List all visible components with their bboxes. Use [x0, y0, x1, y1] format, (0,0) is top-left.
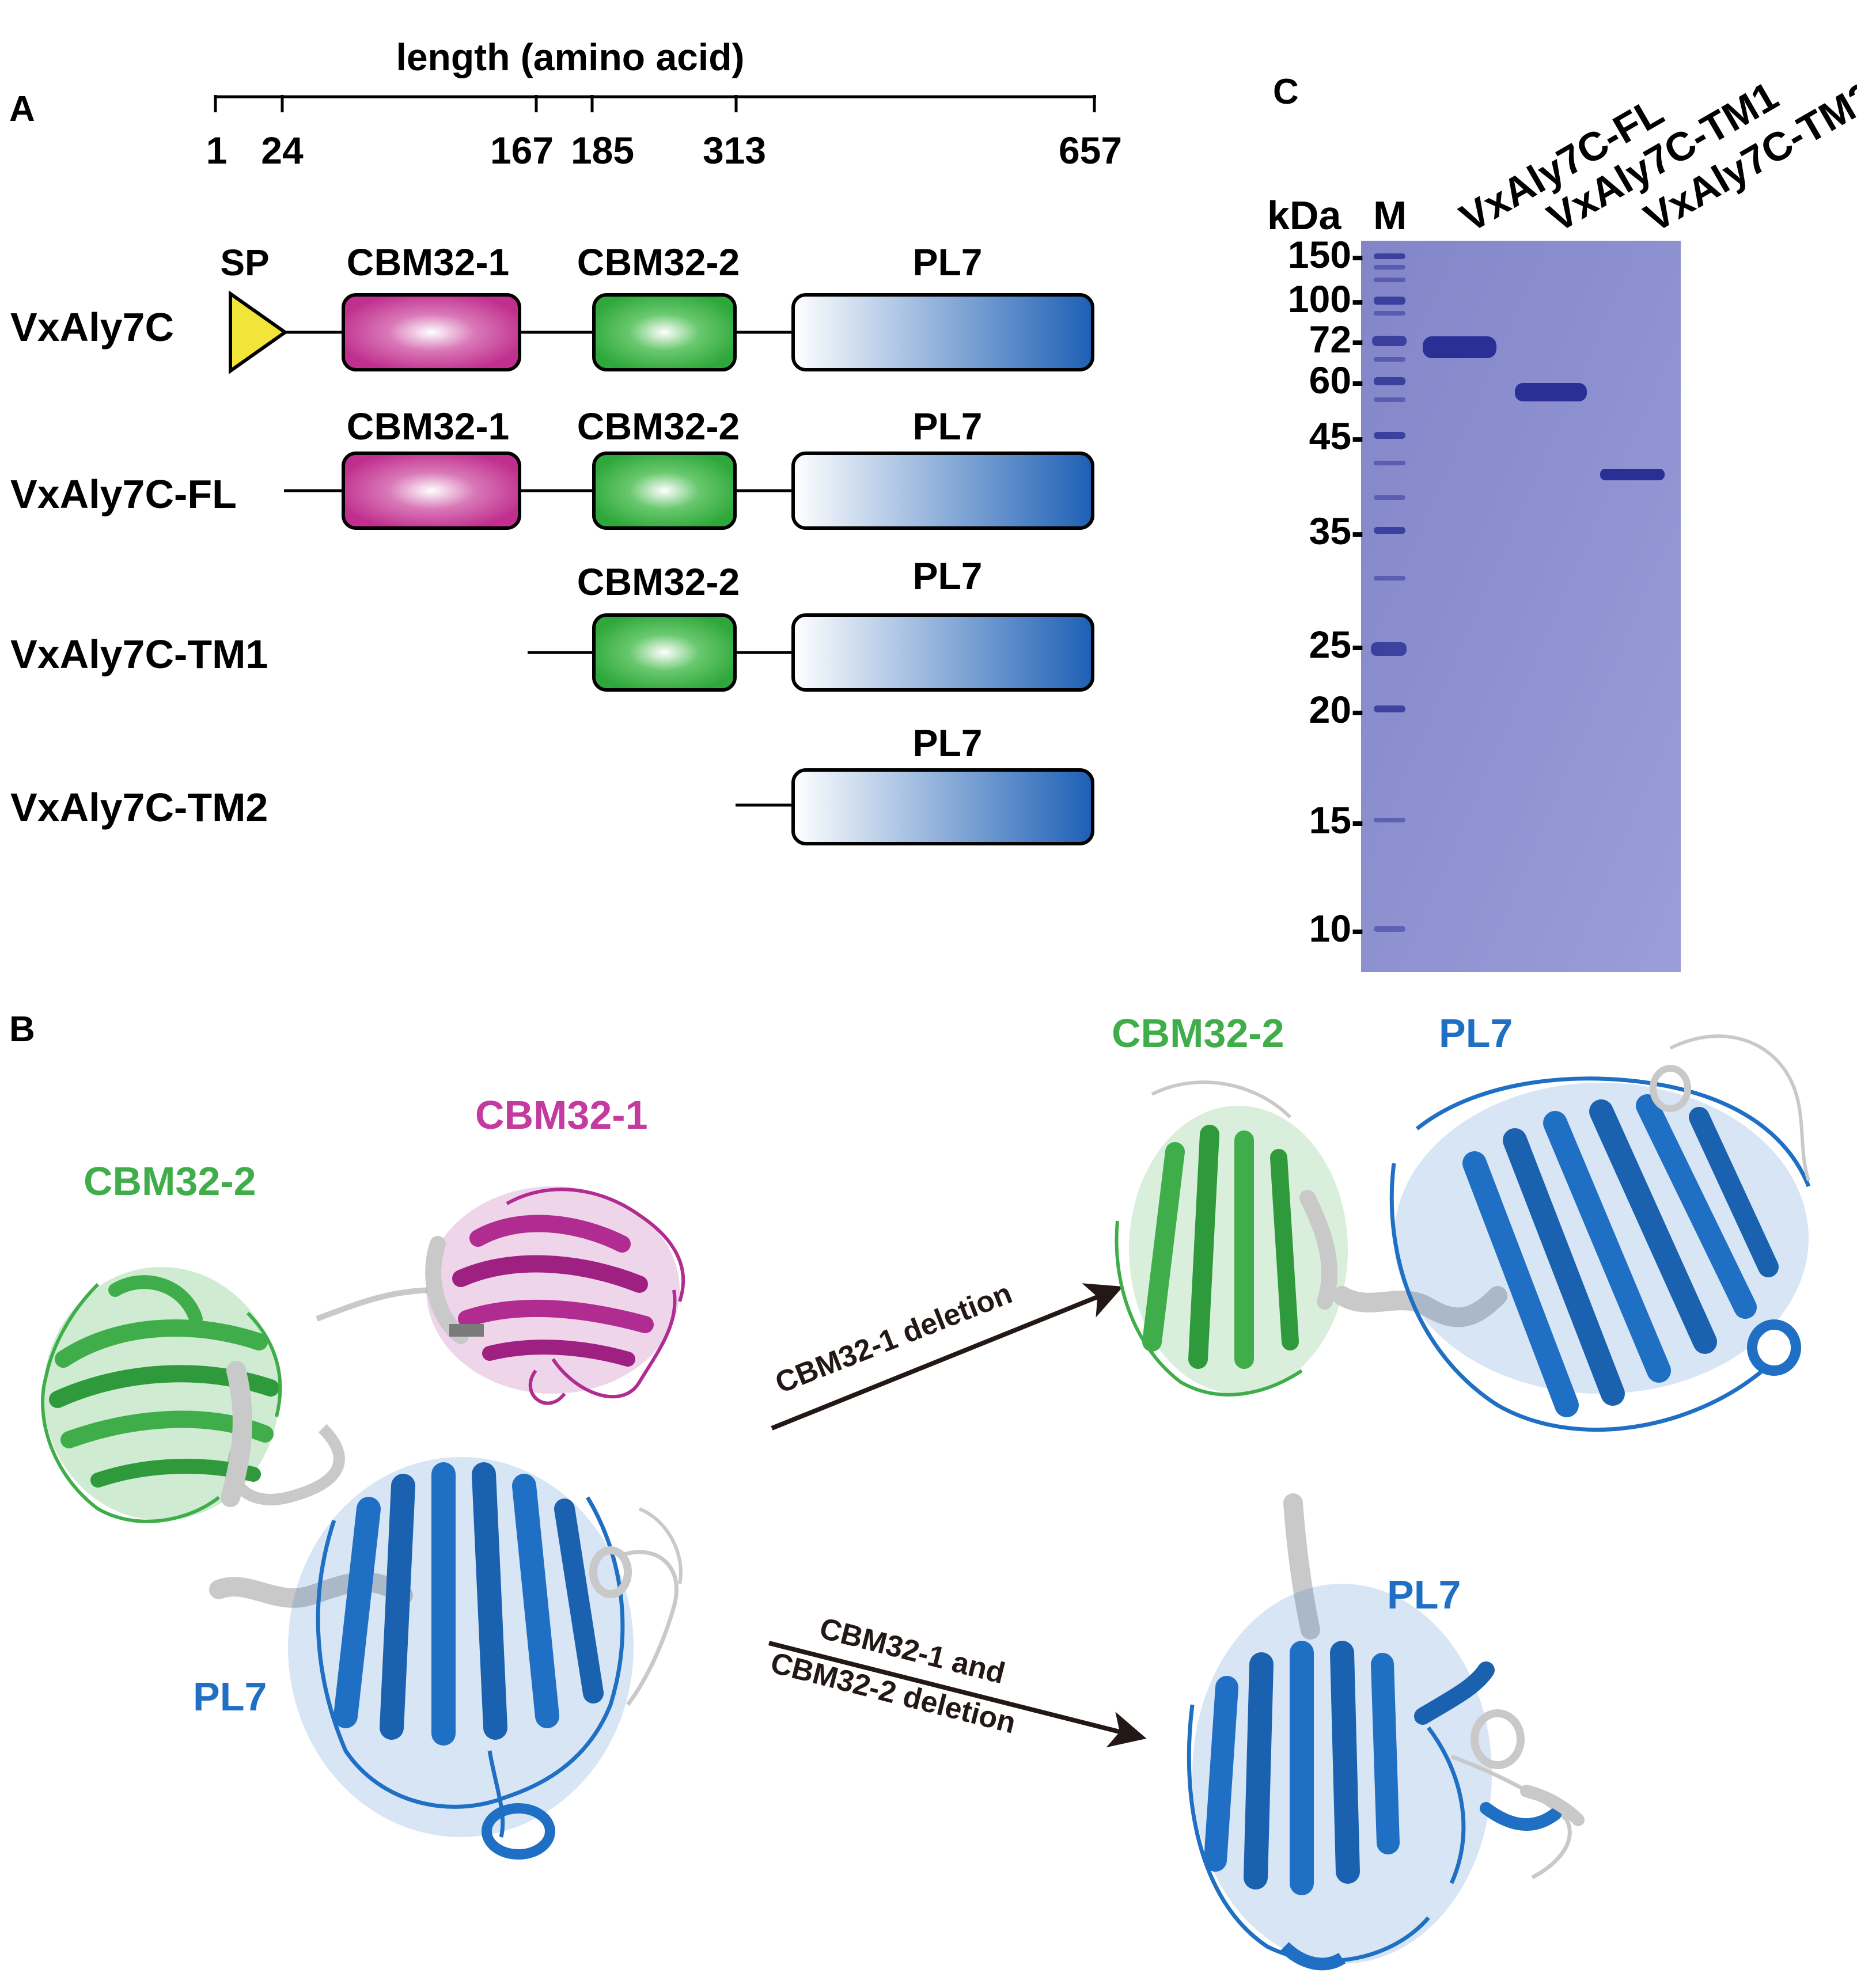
construct-vxaly7c: VxAly7C SP CBM32-1 CBM32-2 PL7	[10, 241, 1094, 374]
tick-label: 24	[261, 129, 304, 172]
marker-size-labels: 150- 100- 72- 60- 45- 35- 25- 20- 15- 10…	[1288, 233, 1364, 950]
tick-label: 657	[1059, 129, 1122, 172]
marker-label: 100-	[1288, 278, 1364, 320]
pl7-domain	[791, 768, 1094, 845]
sds-page-gel	[1361, 241, 1681, 972]
pl7-domain	[791, 452, 1094, 530]
construct-name: VxAly7C-TM2	[10, 785, 268, 830]
pl7-domain	[791, 293, 1094, 371]
construct-name: VxAly7C-FL	[10, 472, 237, 517]
cbm32-2-label: CBM32-2	[577, 405, 740, 447]
panel-a-label: A	[9, 89, 35, 129]
tm1-pl7-structure	[1389, 1034, 1811, 1432]
signal-peptide-triangle	[229, 290, 289, 374]
pl7-label: PL7	[912, 241, 982, 283]
pl7-label: PL7	[912, 722, 982, 764]
arrow-cbm32-1-and-2-deletion: CBM32-1 and CBM32-2 deletion	[767, 1611, 1147, 1748]
marker-label: 25-	[1309, 623, 1364, 666]
arrow-cbm32-1-deletion: CBM32-1 deletion	[771, 1277, 1123, 1431]
gel-background	[1361, 241, 1681, 972]
tm1-linker-helix	[1332, 1286, 1507, 1327]
tick-label: 185	[571, 129, 634, 172]
construct-name: VxAly7C	[10, 305, 174, 350]
structure-full-length: CBM32-2 CBM32-1 PL7	[41, 1092, 685, 1860]
marker-label: 150-	[1288, 233, 1364, 276]
tick-label: 1	[206, 129, 228, 172]
band-tm1	[1515, 383, 1587, 401]
structure-tm2: PL7	[1187, 1493, 1585, 1971]
marker-label: 72-	[1309, 318, 1364, 361]
structure-tm1: CBM32-2 PL7	[1112, 1011, 1811, 1432]
scale-title: length (amino acid)	[396, 36, 744, 78]
marker-label: 60-	[1309, 359, 1364, 401]
cbm32-1-domain	[342, 293, 521, 371]
panel-b-label: B	[9, 1010, 35, 1049]
pl7-label: PL7	[912, 555, 982, 597]
marker-label: 20-	[1309, 688, 1364, 731]
length-scale: 1 24 167 185 313 657	[206, 95, 1122, 172]
cbm32-2-label: CBM32-2	[577, 560, 740, 603]
cbm32-2-domain	[592, 452, 737, 530]
pl7-structure-label: PL7	[193, 1674, 267, 1719]
construct-vxaly7c-tm2: VxAly7C-TM2 PL7	[10, 722, 1094, 845]
cbm32-1-structure	[425, 1186, 685, 1405]
cbm32-2-domain	[592, 293, 737, 371]
cbm32-2-structure-label: CBM32-2	[84, 1159, 256, 1204]
marker-label: 35-	[1309, 510, 1364, 552]
cbm32-1-label: CBM32-1	[347, 241, 509, 283]
band-tm2	[1600, 469, 1665, 480]
linker-helix	[209, 1572, 413, 1608]
marker-label: 10-	[1309, 907, 1364, 950]
tm1-pl7-label: PL7	[1439, 1011, 1513, 1056]
panel-c-label: C	[1273, 72, 1299, 112]
tick-label: 167	[490, 129, 554, 172]
band-fl	[1423, 336, 1496, 358]
tm2-pl7-label: PL7	[1387, 1572, 1461, 1617]
cbm32-2-structure	[41, 1267, 282, 1523]
cbm32-1-label: CBM32-1	[347, 405, 509, 447]
construct-vxaly7c-fl: VxAly7C-FL CBM32-1 CBM32-2 PL7	[10, 405, 1094, 530]
tm2-helix	[1283, 1493, 1320, 1640]
cbm32-1-structure-label: CBM32-1	[475, 1092, 648, 1137]
pl7-label: PL7	[912, 405, 982, 447]
sp-label: SP	[220, 242, 269, 283]
kda-label: kDa	[1267, 193, 1341, 238]
arrow1-label: CBM32-1 deletion	[771, 1277, 1017, 1401]
cbm32-2-label: CBM32-2	[577, 241, 740, 283]
tm1-cbm32-2-label: CBM32-2	[1112, 1011, 1284, 1056]
tm1-cbm32-2-structure	[1115, 1080, 1348, 1397]
lane-label-marker: M	[1373, 193, 1407, 238]
construct-name: VxAly7C-TM1	[10, 632, 268, 677]
pl7-domain	[791, 613, 1094, 692]
pl7-structure	[288, 1457, 683, 1860]
marker-label: 15-	[1309, 799, 1364, 841]
marker-lane	[1371, 253, 1407, 932]
cbm32-1-domain	[342, 452, 521, 530]
marker-label: 45-	[1309, 415, 1364, 457]
construct-vxaly7c-tm1: VxAly7C-TM1 CBM32-2 PL7	[10, 555, 1094, 692]
cbm32-2-domain	[592, 613, 737, 692]
tick-label: 313	[703, 129, 766, 172]
linker-loop	[316, 1287, 438, 1322]
